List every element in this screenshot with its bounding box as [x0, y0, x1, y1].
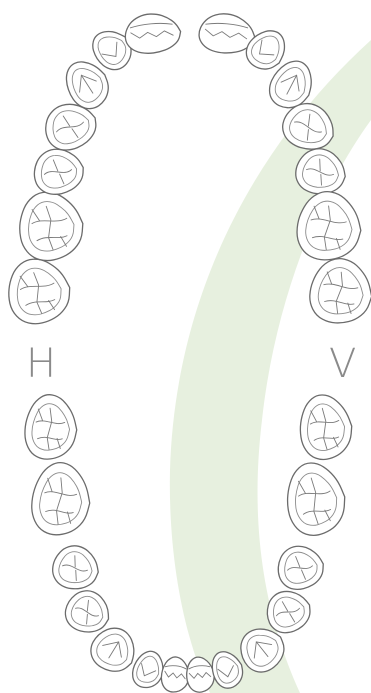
left-side-label: H	[26, 340, 56, 388]
right-side-label: V	[329, 340, 356, 388]
lower-left-molar-tooth[interactable]	[29, 460, 94, 538]
tooth-outline	[16, 189, 86, 264]
lower-left-molar-tooth[interactable]	[23, 393, 79, 461]
tooth-outline	[50, 542, 102, 592]
tooth-outline	[30, 145, 87, 198]
lower-right-molar-tooth[interactable]	[298, 393, 354, 461]
upper-left-central-tooth[interactable]	[124, 12, 183, 56]
lower-left-premolar-tooth[interactable]	[50, 542, 102, 592]
tooth-outline	[23, 393, 79, 461]
tooth-outline	[298, 393, 354, 461]
tooth-outline	[275, 542, 327, 592]
tooth-outline	[29, 460, 94, 538]
upper-left-molar-tooth[interactable]	[4, 255, 74, 328]
tooth-outline	[4, 255, 74, 328]
upper-right-molar-tooth[interactable]	[306, 255, 371, 328]
upper-left-molar-tooth[interactable]	[16, 189, 86, 264]
lower-right-molar-tooth[interactable]	[284, 460, 349, 538]
lower-right-premolar-tooth[interactable]	[275, 542, 327, 592]
upper-left-premolar-tooth[interactable]	[30, 145, 87, 198]
tooth-outline	[306, 255, 371, 328]
tooth-outline	[284, 460, 349, 538]
